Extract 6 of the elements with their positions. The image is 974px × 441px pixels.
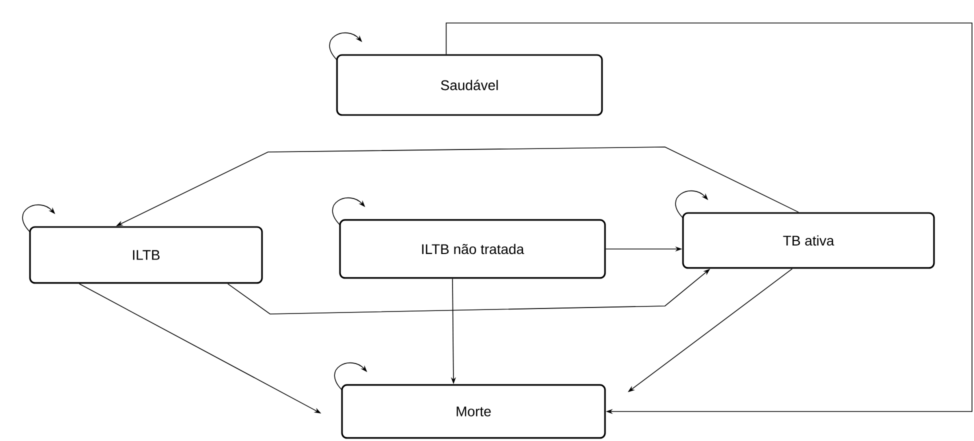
state-box: Saudável xyxy=(336,54,603,116)
state-box: TB ativa xyxy=(682,212,935,269)
state-box: ILTB xyxy=(29,226,263,284)
arrow xyxy=(446,22,972,414)
state-box: Morte xyxy=(341,384,606,439)
state-box: ILTB não tratada xyxy=(339,219,606,279)
